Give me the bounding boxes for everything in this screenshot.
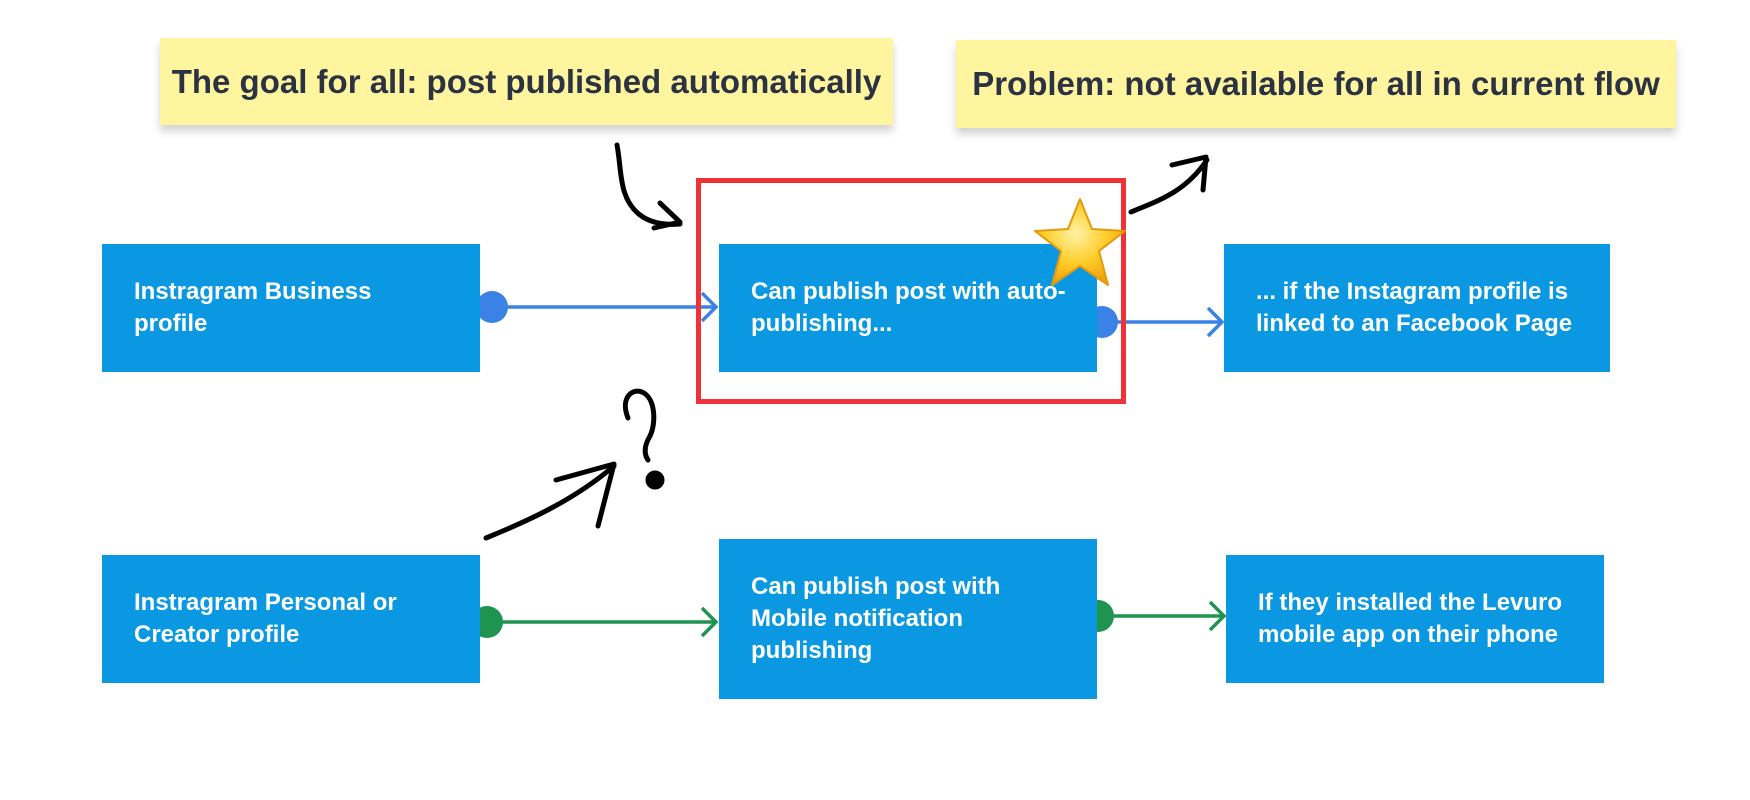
node-auto-publishing[interactable]: Can publish post with auto-publishing... [719,244,1097,372]
sticky-problem-text: Problem: not available for all in curren… [972,65,1660,102]
question-mark-icon [622,388,665,490]
node-label: Can publish post with auto-publishing... [751,278,1066,337]
node-label: Can publish post with Mobile notificatio… [751,573,1001,664]
node-instagram-business[interactable]: Instragram Business profile [102,244,480,372]
ink-arrow-problem [1128,154,1210,215]
connector-start-dot[interactable] [476,291,508,323]
highlight-box [696,178,1126,404]
ink-arrow-personal [483,461,617,541]
sticky-note-goal[interactable]: The goal for all: post published automat… [160,38,893,125]
ink-arrow-goal [614,142,683,231]
connector-business-to-autopub [476,291,719,323]
node-facebook-linked[interactable]: ... if the Instagram profile is linked t… [1224,244,1610,372]
sticky-note-problem[interactable]: Problem: not available for all in curren… [956,40,1676,128]
node-levuro-app[interactable]: If they installed the Levuro mobile app … [1226,555,1604,683]
connector-personal-to-mobile [471,606,719,638]
node-label: Instragram Personal or Creator profile [134,589,397,648]
node-label: ... if the Instagram profile is linked t… [1256,278,1573,337]
node-label: Instragram Business profile [134,278,372,337]
node-label: If they installed the Levuro mobile app … [1258,589,1563,648]
star-icon [1030,196,1130,291]
node-mobile-publishing[interactable]: Can publish post with Mobile notificatio… [719,539,1097,699]
sticky-goal-text: The goal for all: post published automat… [171,62,882,100]
node-instagram-personal[interactable]: Instragram Personal or Creator profile [102,555,480,683]
connector-mobile-to-app [1082,600,1227,632]
